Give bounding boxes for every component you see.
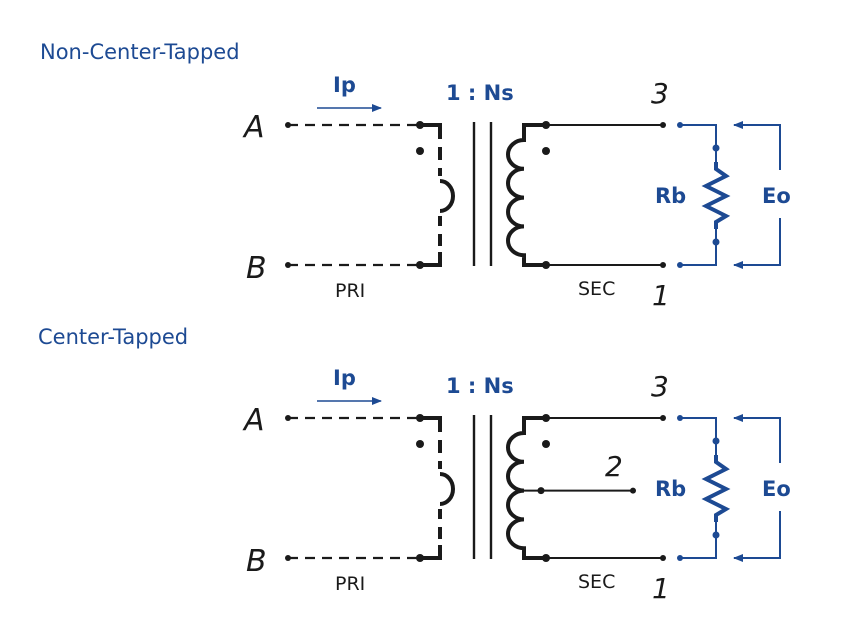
pin-2-label: 2 [605, 450, 623, 483]
output-voltage-bracket [733, 121, 781, 269]
turns-ratio-label: 1 : Ns [446, 81, 514, 105]
node-b-label: B [246, 544, 267, 579]
center-tapped-diagram: Center-Tapped Ip 1 : Ns A B [38, 325, 791, 605]
output-voltage-label: Eo [762, 477, 791, 501]
pin-1-label: 1 [652, 572, 670, 605]
primary-label: PRI [335, 280, 365, 302]
primary-polarity-dot [416, 440, 424, 448]
pin-3-dot [660, 122, 666, 128]
primary-polarity-dot [416, 147, 424, 155]
burden-resistor [677, 122, 731, 268]
output-voltage-label: Eo [762, 184, 791, 208]
pin-3-label: 3 [651, 77, 669, 110]
node-a-label: A [242, 110, 265, 145]
secondary-label: SEC [578, 278, 615, 300]
burden-resistor-label: Rb [655, 477, 686, 501]
secondary-label: SEC [578, 571, 615, 593]
pin-2-dot [630, 487, 636, 494]
primary-label: PRI [335, 573, 365, 595]
output-voltage-bracket [733, 414, 781, 562]
secondary-polarity-dot [542, 440, 550, 448]
current-label: Ip [333, 366, 356, 390]
pin-1-dot [660, 262, 666, 268]
diagram-title: Center-Tapped [38, 325, 188, 349]
burden-resistor [677, 415, 731, 561]
burden-resistor-label: Rb [655, 184, 686, 208]
pin-3-label: 3 [651, 370, 669, 403]
turns-ratio-label: 1 : Ns [446, 374, 514, 398]
secondary-polarity-dot [542, 147, 550, 155]
pin-1-dot [660, 555, 666, 561]
pin-1-label: 1 [652, 279, 670, 312]
node-a-label: A [242, 403, 265, 438]
secondary-winding [506, 123, 546, 267]
node-b-label: B [246, 251, 267, 286]
pin-3-dot [660, 415, 666, 421]
primary-winding [420, 416, 455, 560]
center-tap-junction-dot [537, 487, 545, 495]
current-label: Ip [333, 73, 356, 97]
diagram-title: Non-Center-Tapped [40, 40, 240, 64]
non-center-tapped-diagram: Non-Center-Tapped Ip 1 : Ns A B [40, 40, 791, 312]
primary-winding [420, 123, 455, 267]
